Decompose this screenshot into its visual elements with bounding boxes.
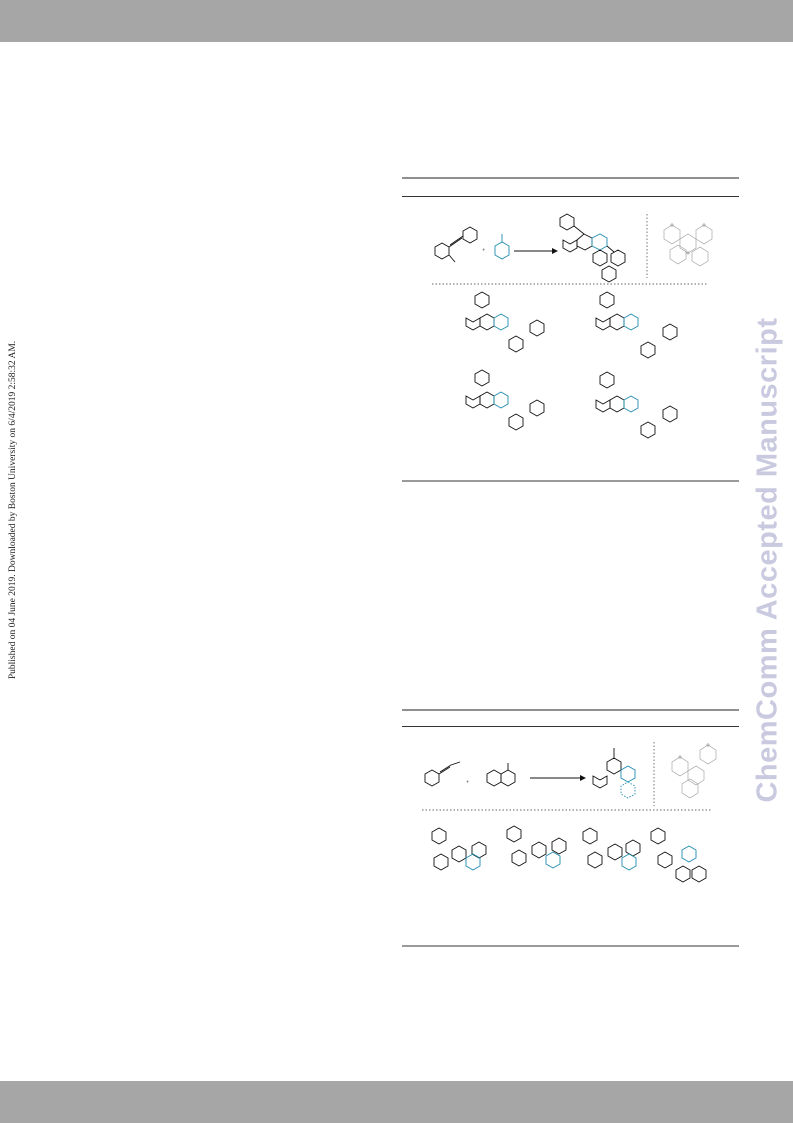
product-2 xyxy=(592,748,636,799)
product-variant-3 xyxy=(465,369,545,431)
bottom-band xyxy=(0,1081,793,1123)
reactant-lactam xyxy=(494,234,510,260)
top-band xyxy=(0,0,793,42)
xray-structure-1 xyxy=(663,223,713,267)
accepted-manuscript-watermark: ChemComm Accepted Manuscript xyxy=(751,317,784,803)
scheme1-bottom-rule xyxy=(402,480,739,482)
scheme2-plus: + xyxy=(466,780,470,786)
product-variant-1 xyxy=(465,291,545,353)
download-notice: Published on 04 June 2019. Downloaded by… xyxy=(8,340,18,680)
product-variant-4 xyxy=(595,371,678,439)
product-2-variant-3 xyxy=(582,827,641,871)
scheme1-header-rule xyxy=(402,196,739,197)
product-2-variant-2 xyxy=(506,825,567,869)
scheme2-top-rule xyxy=(402,709,739,711)
scheme2-header-rule xyxy=(402,726,739,727)
scheme1-figure: + xyxy=(402,200,739,475)
product-2-variant-1 xyxy=(431,827,487,871)
reactant-alkyne xyxy=(434,226,478,263)
reactant-alkyne-2 xyxy=(424,761,461,787)
product-variant-2 xyxy=(595,291,678,359)
scheme1-plus: + xyxy=(482,248,486,254)
xray-structure-2 xyxy=(671,743,717,799)
reactant-dihydroquinolinone xyxy=(486,763,516,787)
scheme2-bottom-rule xyxy=(402,945,739,947)
scheme1-top-rule xyxy=(402,177,739,179)
product-2-variant-4 xyxy=(650,827,707,883)
product-1 xyxy=(559,213,626,283)
scheme2-figure: + xyxy=(402,732,739,942)
